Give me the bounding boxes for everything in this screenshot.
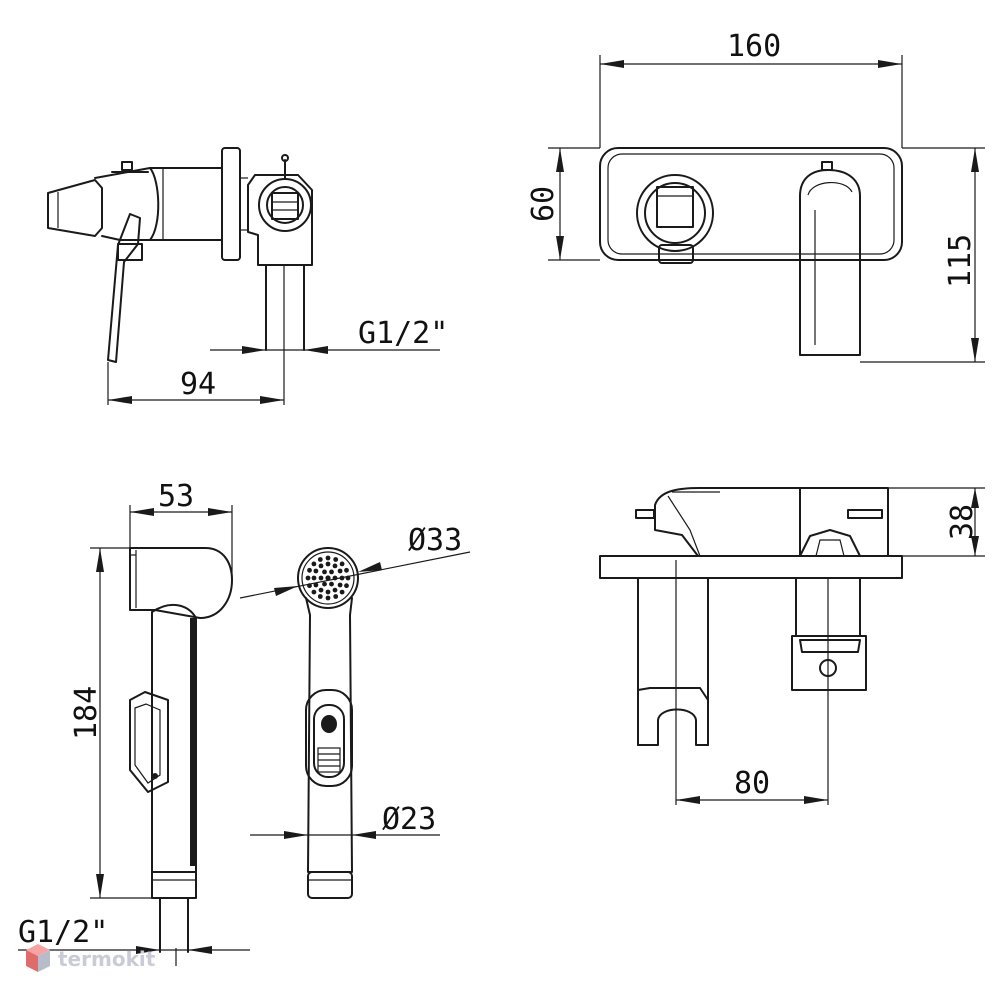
nozzle-dot (339, 561, 345, 567)
nozzle-dot (325, 555, 331, 561)
dimension-diam-33: Ø33 (239, 523, 471, 599)
nozzle-dot (305, 575, 311, 581)
dim-160-label: 160 (727, 29, 781, 64)
nozzle-dot (322, 581, 327, 587)
nozzle-dot (333, 594, 339, 599)
nozzle-dot (329, 581, 334, 587)
nozzle-dot (325, 561, 331, 567)
dim-60-label: 60 (526, 186, 561, 222)
nozzle-dot (318, 563, 324, 569)
dimension-80: 80 (676, 766, 828, 804)
nozzle-dot (307, 567, 312, 573)
dimension-thread-bottom: G1/2" (18, 915, 250, 954)
dimension-thread-top: G1/2" (210, 316, 448, 354)
nozzle-dot (325, 595, 331, 601)
dimension-115: 115 (860, 147, 985, 363)
hand-shower-side-view (129, 547, 233, 953)
mixer-front-view (599, 147, 903, 356)
mixer-top-view (599, 487, 903, 805)
dimension-38: 38 (888, 487, 985, 557)
spray-nozzles (305, 555, 351, 601)
dim-115-label: 115 (943, 234, 978, 288)
nozzle-dot (332, 563, 338, 569)
nozzle-dot (344, 583, 349, 589)
dim-53-label: 53 (158, 479, 194, 514)
dim-diam-23-label: Ø23 (382, 802, 436, 837)
nozzle-dot (337, 582, 343, 588)
mixer-side-view (47, 147, 313, 405)
dim-38-label: 38 (945, 504, 980, 540)
nozzle-dot (317, 557, 323, 562)
dim-80-label: 80 (734, 766, 770, 801)
hand-shower-front-view (297, 547, 359, 899)
nozzle-dot (344, 567, 349, 573)
nozzle-dot (318, 587, 324, 593)
dimension-94: 94 (108, 367, 284, 404)
nozzle-dot (332, 587, 338, 593)
nozzle-dot (311, 575, 317, 581)
nozzle-dot (313, 568, 319, 574)
nozzle-dot (317, 594, 323, 599)
nozzle-dot (337, 568, 343, 574)
dim-184-label: 184 (69, 686, 104, 740)
dimension-160: 160 (599, 29, 903, 148)
nozzle-dot (313, 582, 319, 588)
nozzle-dot (325, 589, 331, 595)
cube-logo-icon (26, 944, 50, 972)
nozzle-dot (311, 589, 317, 595)
dim-94-label: 94 (180, 367, 216, 402)
nozzle-dot (311, 561, 317, 567)
watermark-text: termokit (58, 947, 156, 971)
nozzle-dot (325, 575, 331, 581)
nozzle-dot (339, 589, 345, 595)
watermark: termokit (26, 944, 177, 972)
nozzle-dot (318, 575, 324, 581)
nozzle-dot (322, 569, 327, 575)
dim-diam-33-label: Ø33 (408, 523, 462, 558)
dimension-60: 60 (526, 147, 600, 261)
dimension-diam-23: Ø23 (250, 802, 440, 839)
nozzle-dot (329, 569, 334, 575)
dim-thread-bottom-label: G1/2" (18, 915, 108, 950)
dimension-53: 53 (129, 479, 233, 580)
nozzle-dot (333, 557, 339, 562)
dim-thread-top-label: G1/2" (358, 316, 448, 351)
dimension-184: 184 (69, 547, 152, 899)
